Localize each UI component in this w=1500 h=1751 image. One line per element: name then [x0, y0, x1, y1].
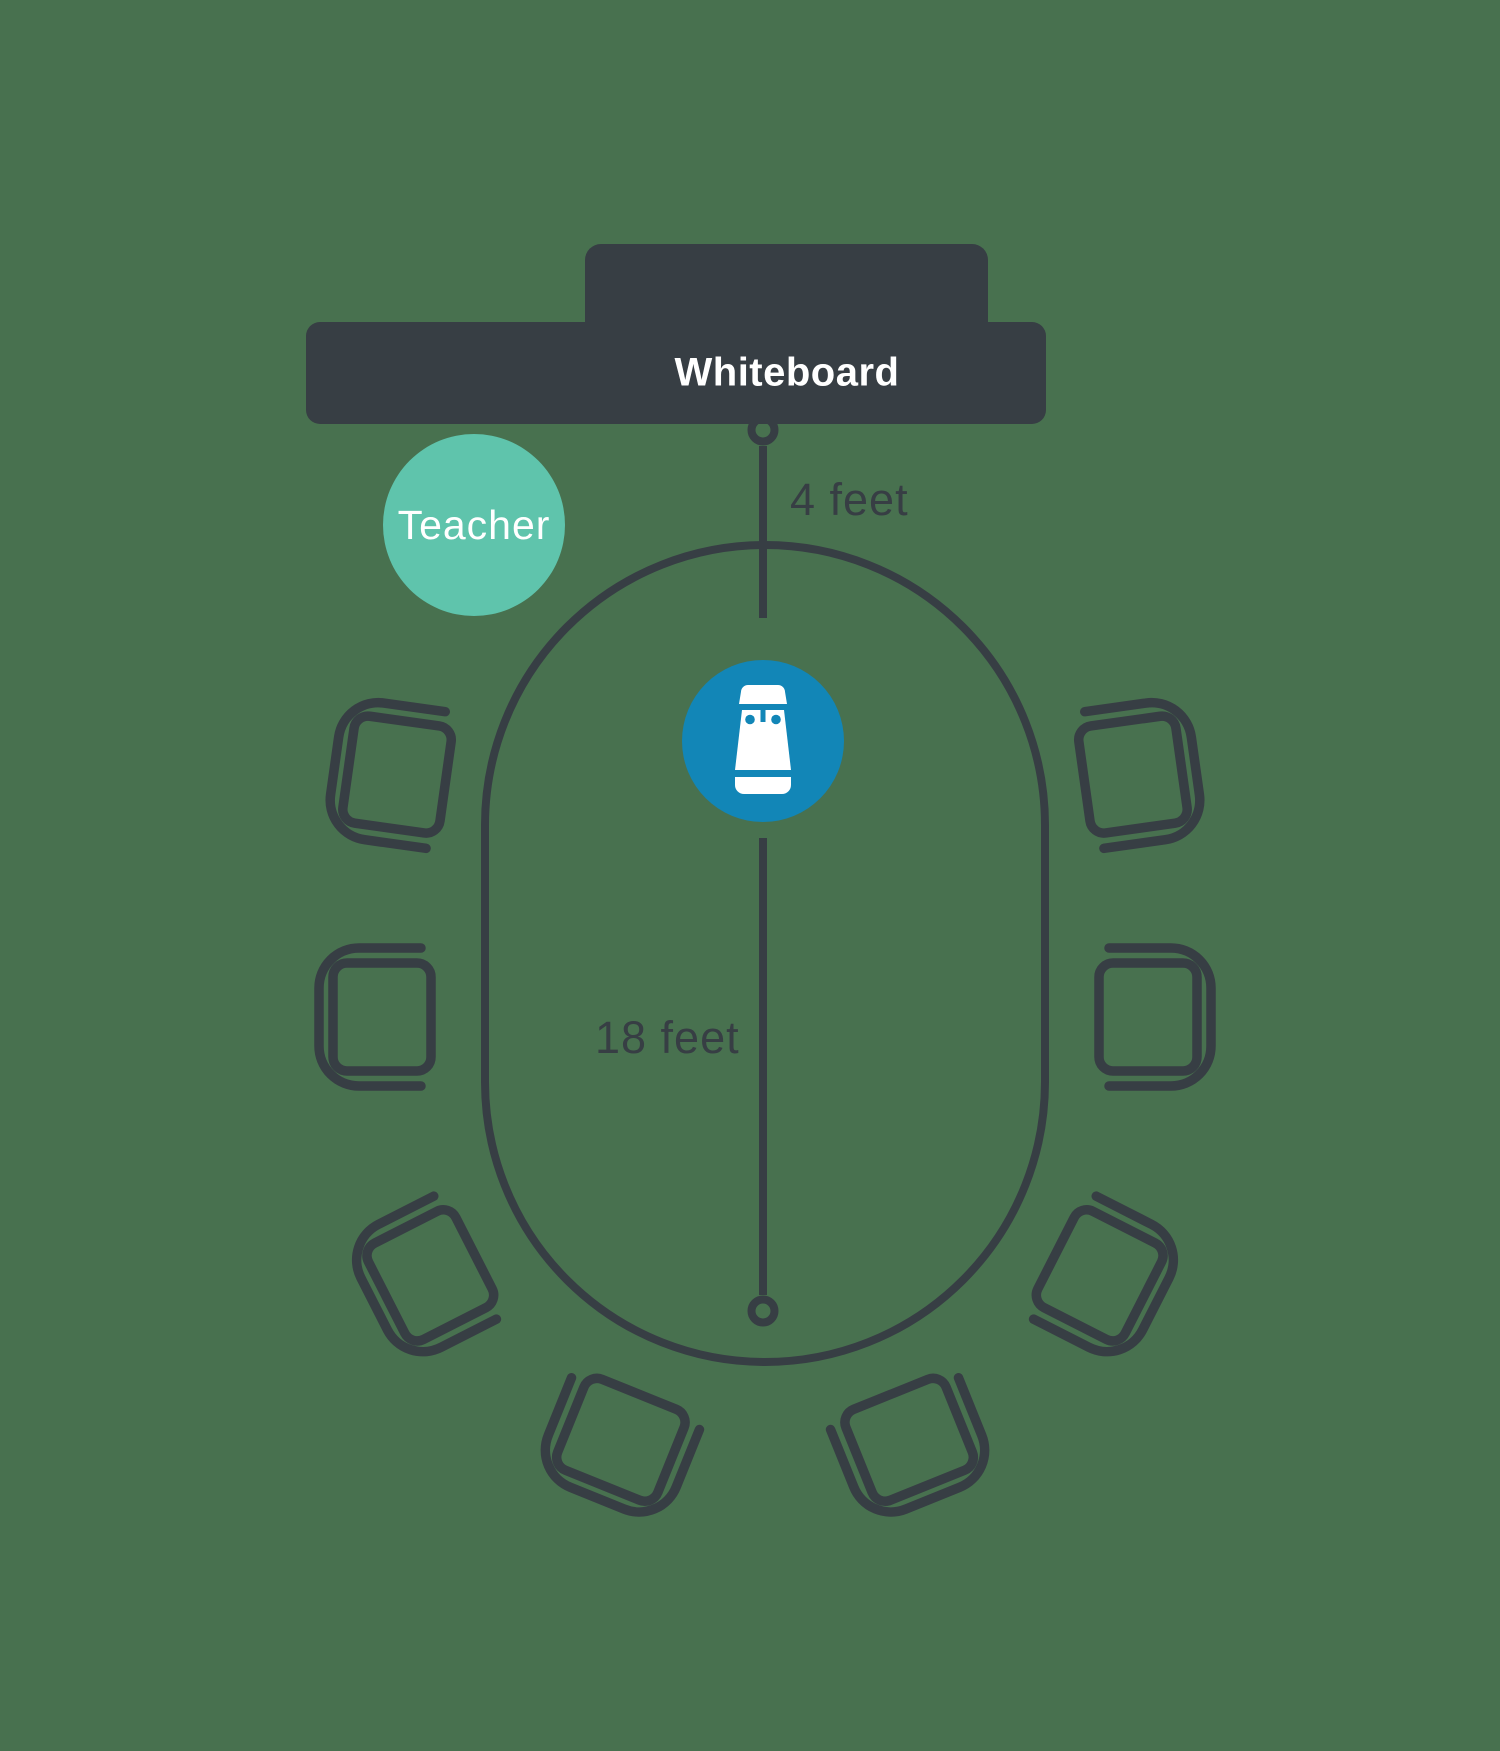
- chair-middle-left: [319, 948, 431, 1086]
- table-length-label: 18 feet: [595, 1012, 740, 1063]
- device-circle: [682, 660, 844, 822]
- chair-top-right: [1075, 697, 1205, 849]
- front-distance-label: 4 feet: [790, 474, 909, 525]
- chair-bottom-center-left: [533, 1369, 703, 1525]
- measure-ring-bottom: [747, 1295, 779, 1327]
- owl-camera-icon: [735, 685, 791, 794]
- teacher-label: Teacher: [397, 501, 551, 548]
- chair-bottom-left: [343, 1192, 505, 1366]
- chair-top-left: [325, 697, 455, 849]
- whiteboard: [306, 322, 1046, 424]
- chair-middle-right: [1099, 948, 1211, 1086]
- chair-bottom-right: [1025, 1192, 1187, 1366]
- teacher-circle: Teacher: [383, 434, 565, 616]
- chair-bottom-center-right: [827, 1369, 997, 1525]
- whiteboard-label: Whiteboard: [674, 350, 900, 395]
